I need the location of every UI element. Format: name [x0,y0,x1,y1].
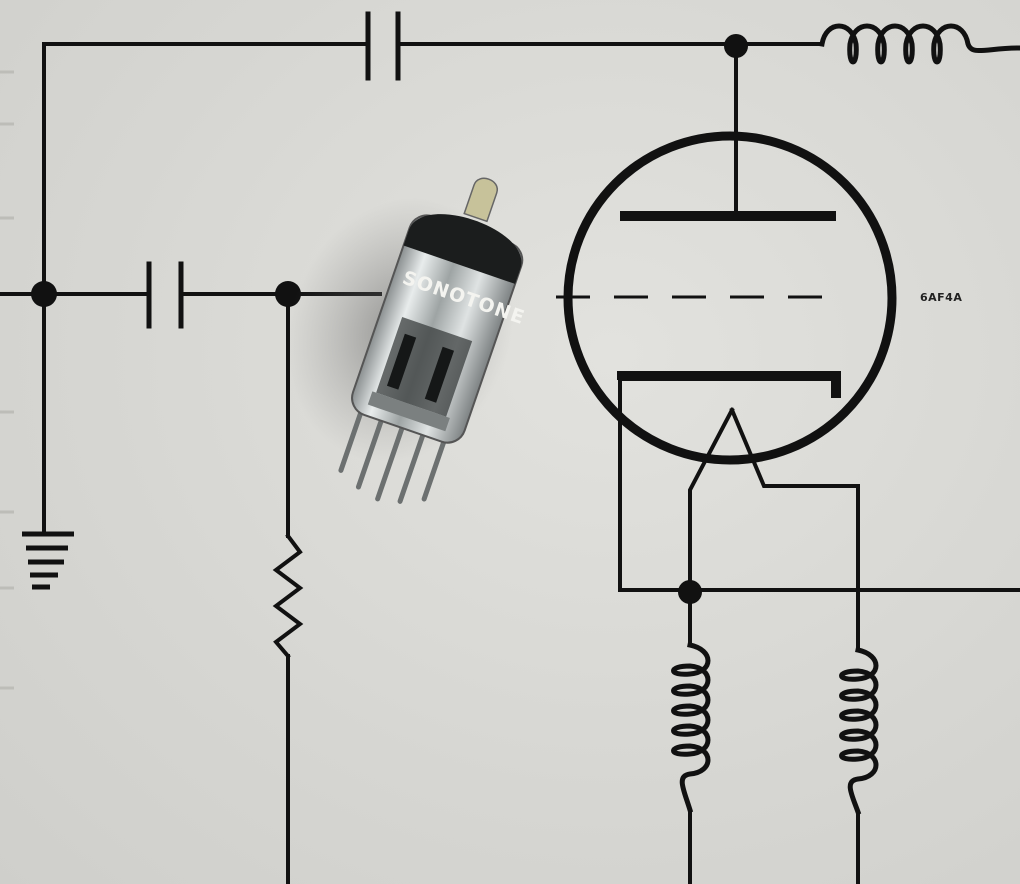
cathode-wire [618,378,1020,592]
cathode-junction-dot [678,580,702,604]
cathode-choke [671,642,711,814]
tube-type-label: 6AF4A [920,291,962,304]
filament-left-wire [688,407,735,592]
input-capacitor [146,261,184,329]
cathode-electrode [617,371,841,398]
vacuum-tube-symbol [556,131,897,465]
tube-pins [338,406,448,504]
junction-dots [31,34,748,604]
filament-right-wire [729,407,860,652]
top-wire-left [42,42,369,292]
sonotone-tube-photo: SONOTONE [286,177,528,504]
input-junction-dot [31,281,57,307]
plate-junction-dot [724,34,748,58]
grid-resistor [272,533,304,659]
output-inductor [819,23,1020,65]
ground-icon [22,531,74,590]
left-edge-marks [0,70,14,690]
coupling-capacitor [365,11,401,81]
filament-choke [839,647,879,816]
